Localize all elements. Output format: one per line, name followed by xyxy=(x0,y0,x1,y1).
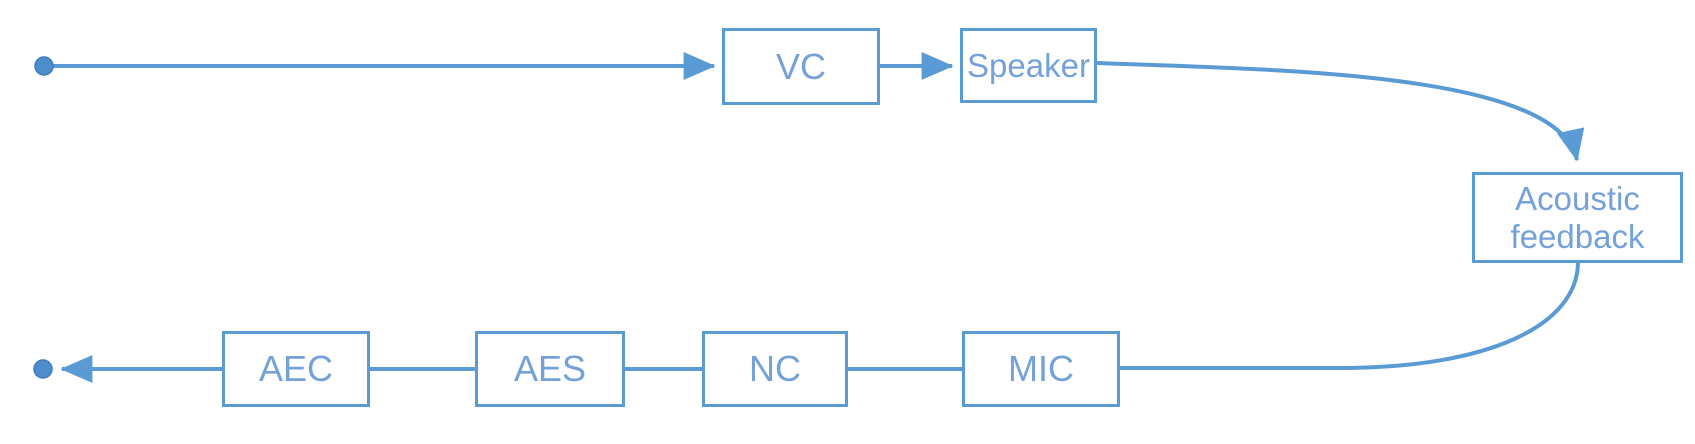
node-aes-label: AES xyxy=(513,348,587,390)
input-terminal-dot xyxy=(34,56,54,76)
node-acoustic-feedback-label: Acoustic feedback xyxy=(1510,179,1645,255)
node-vc-label: VC xyxy=(775,45,826,87)
node-nc: NC xyxy=(702,331,848,407)
node-mic-label: MIC xyxy=(1008,348,1074,390)
node-speaker: Speaker xyxy=(960,28,1097,103)
node-vc: VC xyxy=(722,28,880,105)
node-nc-label: NC xyxy=(749,348,801,390)
edge-feedback-to-mic xyxy=(1120,262,1580,370)
node-acoustic-feedback: Acoustic feedback xyxy=(1472,172,1683,263)
node-speaker-label: Speaker xyxy=(967,46,1090,84)
node-aec-label: AEC xyxy=(258,348,334,390)
node-mic: MIC xyxy=(962,331,1120,407)
node-aec: AEC xyxy=(222,331,370,407)
edge-speaker-to-feedback xyxy=(1096,61,1585,162)
node-aes: AES xyxy=(475,331,625,407)
output-terminal-dot xyxy=(33,359,53,379)
